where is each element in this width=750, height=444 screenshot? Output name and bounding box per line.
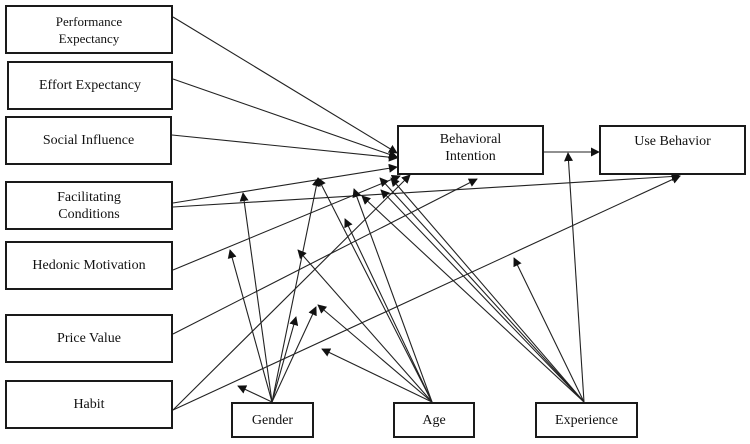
path-arrow-ee-bi xyxy=(172,78,398,159)
path-arrow-pe-bi xyxy=(172,16,398,154)
outcome-label: Behavioral Intention xyxy=(439,132,502,164)
moderation-arrow-exp xyxy=(361,195,585,403)
moderation-arrow-gender xyxy=(239,192,273,403)
path-arrow-hm-bi xyxy=(172,174,401,271)
moderation-arrow-exp xyxy=(379,177,585,403)
moderator-age: Age xyxy=(393,402,475,438)
construct-facilitating-conditions: Facilitating Conditions xyxy=(5,181,173,230)
construct-label: Social Influence xyxy=(42,133,135,148)
moderation-arrow-gender xyxy=(271,316,299,403)
moderator-label: Gender xyxy=(251,412,294,428)
moderation-arrow-exp xyxy=(564,152,585,403)
moderation-arrow-age xyxy=(317,177,433,403)
moderator-label: Age xyxy=(422,412,446,428)
construct-label: Hedonic Motivation xyxy=(32,258,146,273)
construct-label: Price Value xyxy=(57,331,121,346)
outcome-behavioral-intention: Behavioral Intention xyxy=(397,125,544,175)
moderation-arrow-gender xyxy=(227,249,273,403)
path-arrow-pv-bi xyxy=(172,178,478,335)
moderation-arrow-exp xyxy=(513,257,585,403)
path-arrow-fc-ub xyxy=(172,172,681,208)
construct-price-value: Price Value xyxy=(5,314,173,363)
moderator-experience: Experience xyxy=(535,402,638,438)
moderator-gender: Gender xyxy=(231,402,314,438)
moderation-arrow-age xyxy=(317,304,433,403)
moderation-arrow-age xyxy=(321,348,433,403)
construct-social-influence: Social Influence xyxy=(5,116,172,165)
construct-label: Habit xyxy=(73,397,105,412)
path-arrow-si-bi xyxy=(171,134,398,162)
moderation-arrow-gender xyxy=(271,306,317,403)
construct-hedonic-motivation: Hedonic Motivation xyxy=(5,241,173,290)
path-arrow-hb-bi xyxy=(172,174,411,411)
moderation-arrow-exp xyxy=(380,189,585,403)
outcome-use-behavior: Use Behavior xyxy=(599,125,746,175)
construct-performance-expectancy: Performance Expectancy xyxy=(5,5,173,54)
path-arrow-fc-bi xyxy=(172,163,398,204)
path-arrow-hb-ub xyxy=(172,175,681,411)
moderation-arrow-age xyxy=(352,188,433,403)
moderation-arrow-age xyxy=(344,218,433,403)
moderation-arrow-age xyxy=(297,249,433,403)
construct-label: Effort Expectancy xyxy=(39,78,141,93)
moderation-arrow-exp xyxy=(390,177,585,403)
construct-label: Facilitating Conditions xyxy=(57,189,121,222)
moderator-label: Experience xyxy=(555,412,618,428)
moderation-arrow-gender xyxy=(271,177,321,403)
outcome-label: Use Behavior xyxy=(634,134,711,149)
construct-label: Performance Expectancy xyxy=(55,13,123,46)
moderation-arrow-gender xyxy=(237,385,273,403)
construct-effort-expectancy: Effort Expectancy xyxy=(7,61,173,110)
construct-habit: Habit xyxy=(5,380,173,429)
